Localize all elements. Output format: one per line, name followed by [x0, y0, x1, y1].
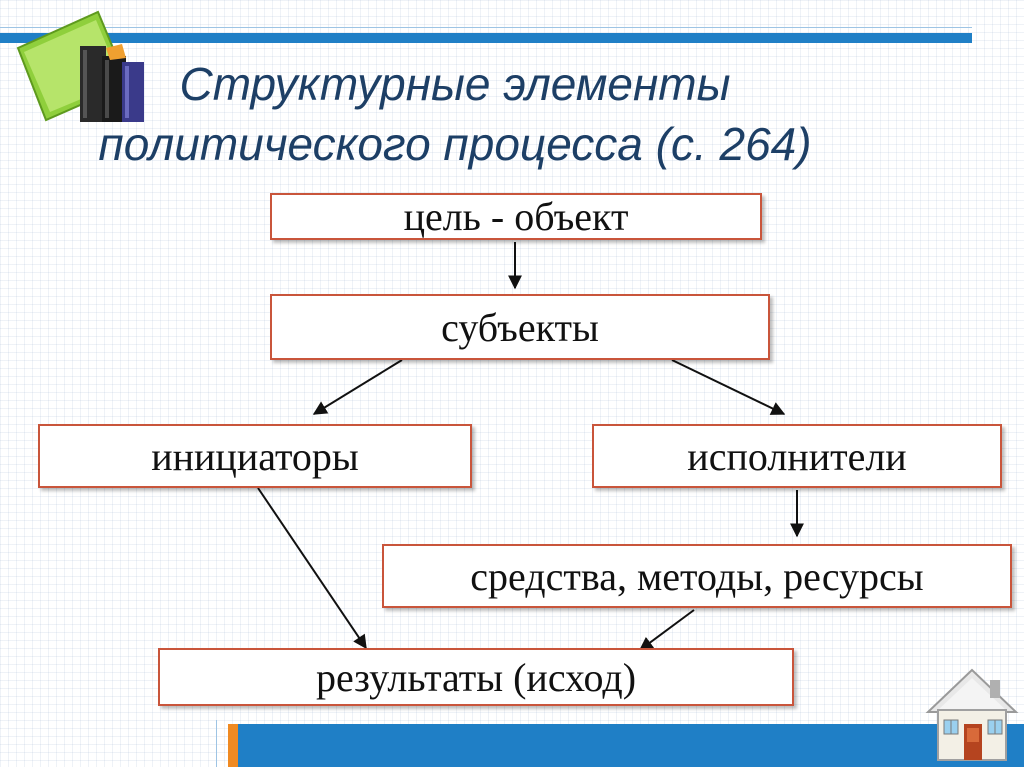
- arrow-means-to-results: [638, 609, 695, 651]
- arrow-initiators-to-results: [257, 487, 367, 650]
- node-executors: исполнители: [592, 424, 1002, 488]
- node-means-methods-resources: средства, методы, ресурсы: [382, 544, 1012, 608]
- slide-title: Структурные элементы политического проце…: [60, 54, 850, 174]
- node-results: результаты (исход): [158, 648, 794, 706]
- top-blue-bar: [0, 33, 972, 43]
- bottom-thin-line: [216, 720, 217, 767]
- arrow-subjects-to-initiators: [312, 359, 403, 415]
- books-icon: [16, 10, 144, 122]
- arrow-subjects-to-executors: [671, 359, 786, 415]
- node-goal-object: цель - объект: [270, 193, 762, 240]
- node-initiators: инициаторы: [38, 424, 472, 488]
- node-subjects: субъекты: [270, 294, 770, 360]
- bottom-orange-accent: [228, 724, 238, 767]
- home-icon[interactable]: [924, 666, 1020, 764]
- title-line-1: Структурные элементы: [179, 58, 731, 110]
- top-thin-line: [0, 27, 972, 28]
- bottom-blue-bar: [228, 724, 1024, 767]
- title-line-2: политического процесса (с. 264): [98, 118, 812, 170]
